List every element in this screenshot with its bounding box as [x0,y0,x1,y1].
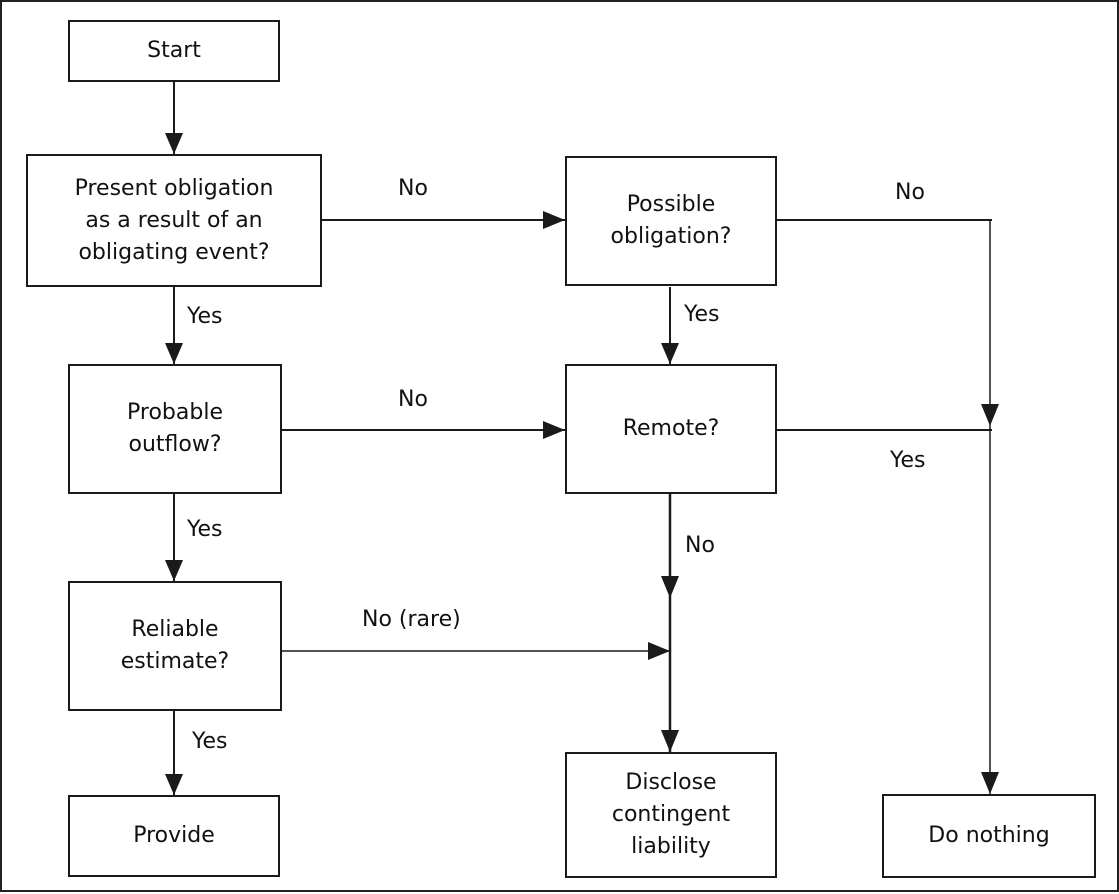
arrowhead-to-disclose [661,730,679,752]
arrowhead-start-to-present [165,133,183,154]
label-remote-yes: Yes [890,448,926,473]
node-start: Start [68,20,280,82]
arrowhead-present-to-probable [165,343,183,364]
label-possible-yes: Yes [684,302,720,327]
node-probable-outflow: Probable outflow? [68,364,282,494]
label-reliable-yes: Yes [192,729,228,754]
label-probable-no: No [398,387,428,412]
arrowhead-possible-to-remote [661,343,679,364]
arrowhead-right-mid [981,404,999,426]
node-remote: Remote? [565,364,777,494]
arrowhead-probable-to-remote [543,421,565,439]
arrowhead-remote-down [661,576,679,598]
node-possible-obligation: Possible obligation? [565,156,777,286]
node-reliable-estimate: Reliable estimate? [68,581,282,711]
arrowhead-reliable-to-disclose [648,642,670,660]
label-probable-yes: Yes [187,517,223,542]
label-present-no: No [398,176,428,201]
arrowhead-probable-to-reliable [165,560,183,581]
arrowhead-present-to-possible [543,211,565,229]
label-remote-no: No [685,533,715,558]
label-present-yes: Yes [187,304,223,329]
arrowhead-to-do-nothing [981,772,999,794]
node-provide: Provide [68,795,280,877]
node-disclose-contingent-liability: Disclose contingent liability [565,752,777,878]
label-reliable-no-rare: No (rare) [362,607,461,632]
node-do-nothing: Do nothing [882,794,1096,878]
node-present-obligation: Present obligation as a result of an obl… [26,154,322,287]
label-possible-no: No [895,180,925,205]
arrowhead-reliable-to-provide [165,774,183,795]
